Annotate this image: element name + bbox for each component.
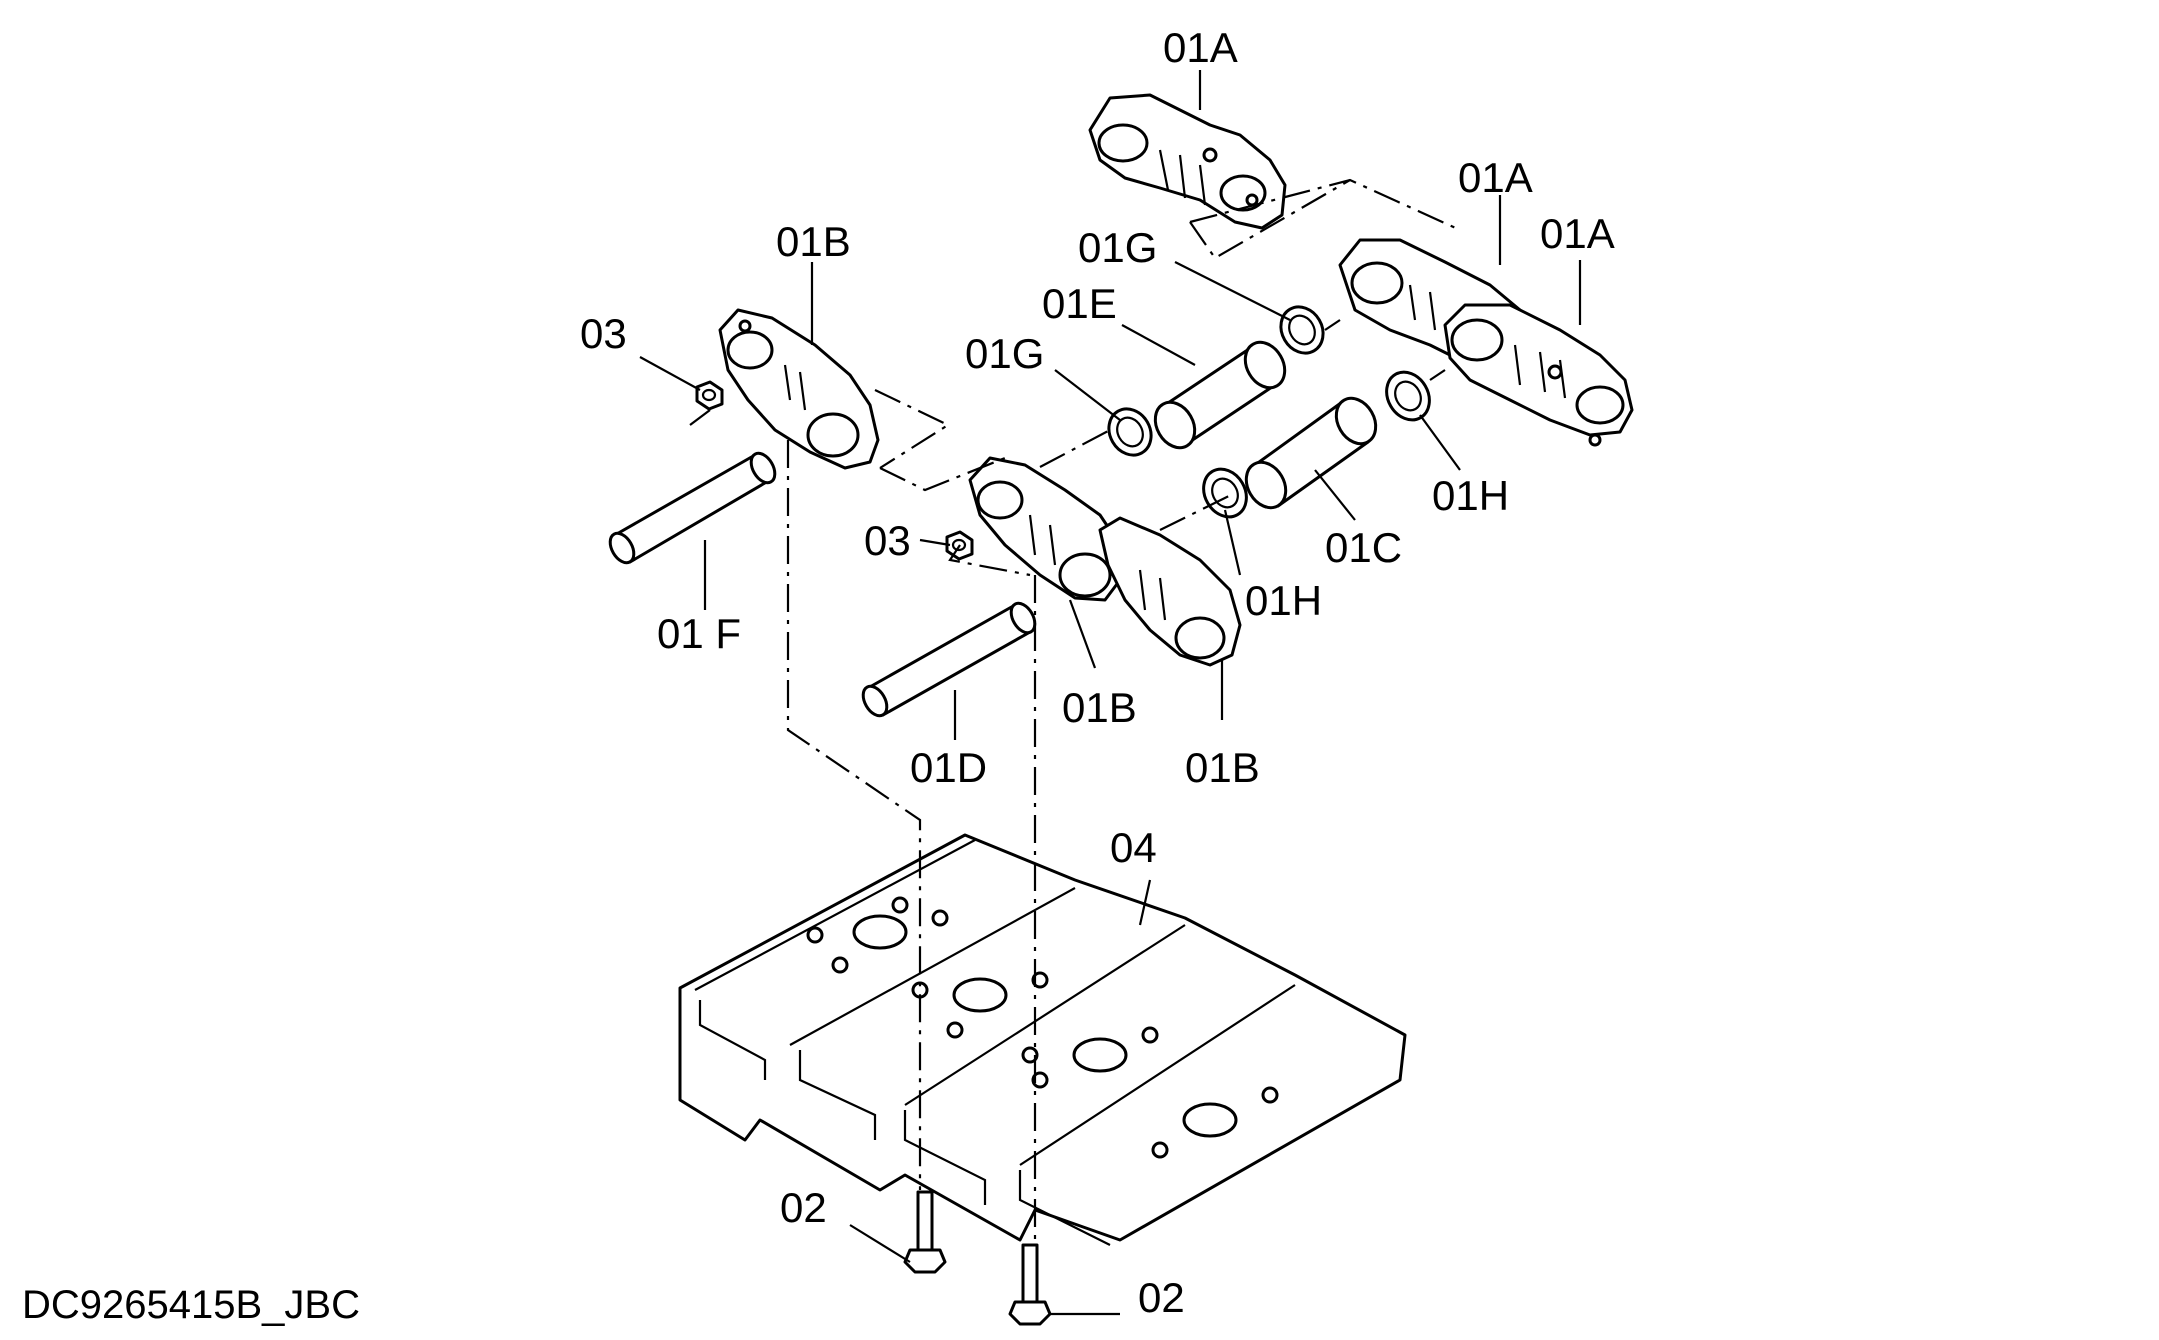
callout-01a-top: 01A xyxy=(1163,24,1238,71)
link-01b-upper xyxy=(718,308,880,470)
callout-03-upper: 03 xyxy=(580,310,627,357)
callout-01b-top: 01B xyxy=(776,218,851,265)
callout-01f: 01 F xyxy=(657,610,741,657)
callout-01c: 01C xyxy=(1325,524,1402,571)
pin-01f xyxy=(608,451,777,565)
bolt-02-right xyxy=(1008,1243,1052,1326)
callout-labels: 01A 01A 01A 01B 01G 01E 01G 03 01H 03 01… xyxy=(22,24,1615,1327)
callout-01e: 01E xyxy=(1042,280,1117,327)
bushing-01e xyxy=(1153,340,1287,450)
callout-02-left: 02 xyxy=(780,1184,827,1231)
callout-04: 04 xyxy=(1110,824,1157,871)
callout-01a-right: 01A xyxy=(1540,210,1615,257)
seal-01g-lower xyxy=(1107,407,1153,457)
callout-01g-upper: 01G xyxy=(1078,224,1157,271)
centerlines xyxy=(689,178,1461,1245)
callout-02-right: 02 xyxy=(1138,1274,1185,1321)
callout-01d: 01D xyxy=(910,744,987,791)
leader-lines xyxy=(639,70,1582,1316)
link-01b-lower xyxy=(1098,516,1242,667)
nut-03-upper xyxy=(695,380,724,411)
bushing-01c xyxy=(1244,396,1378,510)
callout-01a-mid: 01A xyxy=(1458,154,1533,201)
bolt-02-left xyxy=(903,1190,947,1274)
seal-01g-upper xyxy=(1279,305,1325,355)
callout-03-lower: 03 xyxy=(864,517,911,564)
callout-01b-mid: 01B xyxy=(1062,684,1137,731)
pin-01d xyxy=(861,601,1037,718)
drawing-code: DC9265415B_JBC xyxy=(22,1283,360,1327)
link-01b-middle xyxy=(968,456,1122,602)
seal-01h-lower xyxy=(1202,467,1248,519)
callout-01h-lower: 01H xyxy=(1245,577,1322,624)
callout-01g-lower: 01G xyxy=(965,330,1044,377)
link-01a-right-outer xyxy=(1443,303,1634,447)
seal-01h-right xyxy=(1385,370,1431,422)
callout-01b-low: 01B xyxy=(1185,744,1260,791)
callout-01h-right: 01H xyxy=(1432,472,1509,519)
track-shoe-04 xyxy=(678,833,1407,1246)
link-01a-top xyxy=(1088,93,1287,230)
